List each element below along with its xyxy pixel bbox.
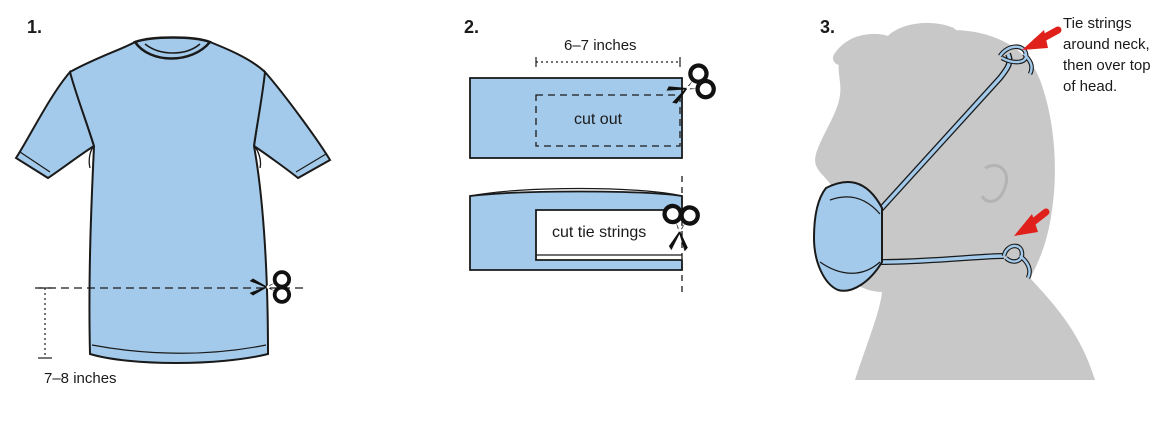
arrow-icon [1022, 26, 1062, 50]
step-1-number: 1. [27, 17, 43, 37]
measure-6-7-inches-bracket [535, 57, 681, 67]
cut-out-label: cut out [574, 111, 623, 128]
fabric-strip-top [469, 77, 683, 159]
cut-tie-strings-label: cut tie strings [552, 224, 647, 241]
step-2-number: 2. [464, 17, 480, 37]
tshirt-left-sleeve [14, 70, 96, 180]
arrow-icon [1014, 208, 1050, 236]
tshirt-right-sleeve [252, 69, 332, 180]
head-silhouette [815, 30, 1095, 380]
panel-3 [812, 22, 1095, 380]
panel-2 [469, 57, 716, 292]
note-line: around neck, [1063, 36, 1150, 53]
measure-7-8-inches-bracket [38, 287, 52, 359]
face-mask [812, 181, 883, 292]
instruction-note: Tie strings around neck, then over top o… [1063, 13, 1168, 97]
note-line: Tie strings [1063, 15, 1132, 32]
fabric-strip-bottom [469, 190, 683, 271]
measure-6-7-inches-label: 6–7 inches [564, 37, 637, 54]
tshirt-collar [133, 36, 213, 60]
cut-out-dashed-area [535, 94, 681, 147]
step-3-number: 3. [820, 17, 836, 37]
tshirt-body [68, 40, 270, 364]
panel-1 [14, 36, 332, 364]
scissors-icon [661, 205, 698, 252]
measure-7-8-inches-label: 7–8 inches [44, 370, 117, 387]
note-line: then over top [1063, 57, 1151, 74]
note-line: of head. [1063, 78, 1118, 95]
